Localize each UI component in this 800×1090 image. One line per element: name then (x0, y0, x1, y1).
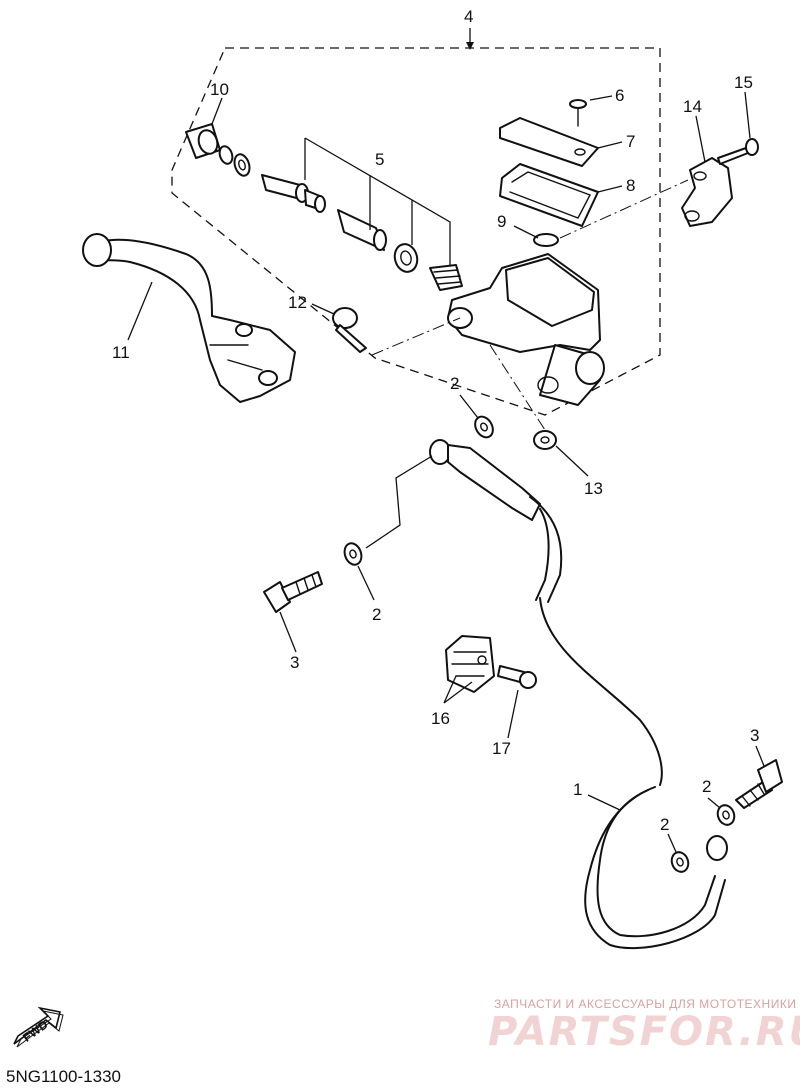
callout-7: 7 (626, 132, 635, 151)
callout-6: 6 (615, 86, 624, 105)
union-bolt-right (735, 759, 783, 809)
callout-3: 3 (290, 653, 299, 672)
clamp-bolt-part (717, 138, 759, 165)
callout-13: 13 (584, 479, 603, 498)
clutch-lever-part (82, 233, 296, 403)
copper-washer-upper (474, 415, 494, 439)
forward-arrow-icon (13, 1006, 64, 1048)
copper-washer-mid (343, 542, 363, 566)
piston-kit-part (261, 174, 463, 291)
callout-16: 16 (431, 709, 450, 728)
callout-12: 12 (288, 293, 307, 312)
union-bolt-left (263, 571, 323, 613)
callout-3: 3 (750, 726, 759, 745)
pivot-bolt-part (332, 307, 367, 353)
callout-17: 17 (492, 739, 511, 758)
float-part (533, 233, 559, 247)
diaphragm-part (499, 163, 599, 227)
copper-washer-lower (670, 851, 690, 873)
guide-bolt-part (497, 665, 537, 689)
forward-arrow-label: FWD (20, 1017, 51, 1045)
callout-10: 10 (210, 80, 229, 99)
callout-4: 4 (464, 7, 473, 26)
callout-9: 9 (497, 212, 506, 231)
diagram-code: 5NG1100-1330 (6, 1067, 121, 1086)
master-cylinder-body (447, 253, 605, 406)
callout-2: 2 (702, 777, 711, 796)
reservoir-cap-part (499, 117, 599, 167)
handlebar-clamp-part (681, 157, 733, 227)
watermark-logo: PARTSFOR.RU (488, 1009, 800, 1055)
screw-part (569, 99, 587, 127)
clutch-hose-part (529, 496, 728, 950)
hose-banjo-upper (429, 439, 541, 521)
callout-14: 14 (683, 97, 702, 116)
callout-15: 15 (734, 73, 753, 92)
nut-part (533, 430, 557, 450)
callout-11: 11 (112, 343, 130, 362)
master-cylinder-assembly-boundary (171, 47, 661, 416)
dust-boot-part (185, 123, 251, 177)
hose-guide-part (445, 635, 495, 693)
callout-5: 5 (375, 150, 384, 169)
callout-2: 2 (372, 605, 381, 624)
callout-8: 8 (626, 176, 635, 195)
copper-washer-right (716, 804, 736, 826)
watermark-tagline: ЗАПЧАСТИ И АКСЕССУАРЫ ДЛЯ МОТОТЕХНИКИ (494, 997, 796, 1011)
callout-2: 2 (660, 815, 669, 834)
callout-1: 1 (573, 780, 582, 799)
callout-2: 2 (450, 374, 459, 393)
